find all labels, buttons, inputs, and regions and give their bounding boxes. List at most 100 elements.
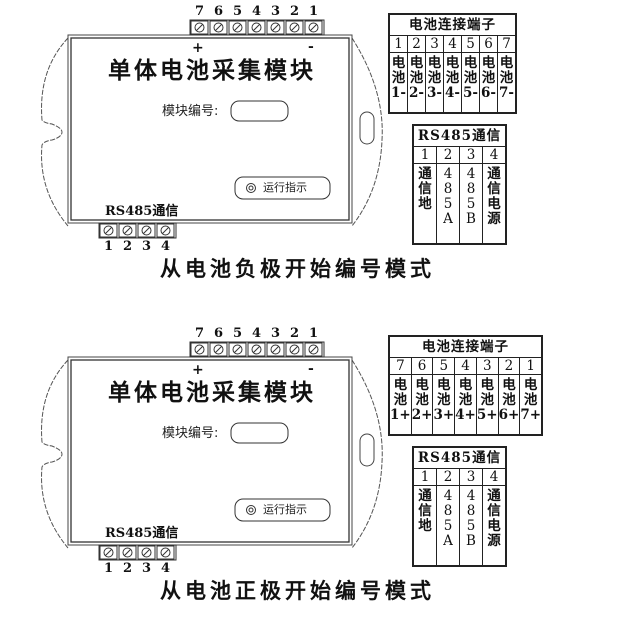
terminal-number: 6 <box>214 326 224 341</box>
module-outline <box>41 19 383 239</box>
cell-line: 池 <box>445 70 460 86</box>
cell-line: 池 <box>523 392 538 408</box>
top-terminal-block <box>189 341 325 358</box>
terminal-number: 5 <box>233 4 243 19</box>
cell-line: A <box>443 533 453 549</box>
screw-icon <box>232 344 243 355</box>
cell-line: 电 <box>487 518 501 534</box>
terminal-number-cell: 2 <box>497 357 521 375</box>
terminal-number-cell: 3 <box>425 35 444 53</box>
top-terminal-block <box>189 19 325 36</box>
cell-line: 池 <box>502 392 516 408</box>
battery-table-title: 电池连接端子 <box>388 335 543 358</box>
screw-icon <box>232 22 243 33</box>
screw-icon <box>308 22 319 33</box>
cell-line: 4 <box>443 166 453 182</box>
terminal-number: 4 <box>252 4 262 19</box>
bottom-terminal-block <box>98 222 177 239</box>
module-outline <box>41 341 383 561</box>
cell-line: 4+ <box>455 407 476 423</box>
terminal-number: 5 <box>233 326 243 341</box>
terminal-number-cell: 1 <box>519 357 543 375</box>
cell-line: 通 <box>487 166 501 182</box>
terminal-number-cell: 7 <box>388 357 412 375</box>
cell-line: 5 <box>466 196 476 212</box>
terminal-number-cell: 7 <box>497 35 517 53</box>
cell-line: 电 <box>480 377 494 393</box>
cell-line: 电 <box>502 377 516 393</box>
rs485-label: RS485通信 <box>105 526 179 541</box>
terminal-number-cell: 6 <box>479 35 498 53</box>
cell-line: B <box>466 533 476 549</box>
led-icon <box>246 183 256 193</box>
terminal-number-cell: 2 <box>436 146 460 164</box>
module-id-label: 模块编号: <box>162 426 219 441</box>
cell-line: 源 <box>487 533 501 549</box>
cell-line: 电 <box>523 377 538 393</box>
cell-line: 池 <box>481 70 496 86</box>
terminal-function-cell: 通信电源 <box>482 485 507 567</box>
cell-line: 电 <box>437 377 451 393</box>
terminal-number-cell: 5 <box>461 35 480 53</box>
terminal-function-cell: 通信电源 <box>482 163 507 245</box>
screw-icon <box>270 344 281 355</box>
module-id-label: 模块编号: <box>162 104 219 119</box>
screw-icon <box>103 225 114 236</box>
cell-line: 电 <box>463 55 478 71</box>
cell-line: 3- <box>427 85 442 101</box>
screw-icon <box>160 225 171 236</box>
cell-line: 通 <box>487 488 501 504</box>
plus-mark: + <box>192 362 204 378</box>
terminal-number-cell: 1 <box>412 146 437 164</box>
cell-line: 池 <box>415 392 429 408</box>
cell-line: 池 <box>458 392 473 408</box>
bottom-terminal-block <box>98 544 177 561</box>
cell-line: 电 <box>391 55 406 71</box>
terminal-number-cell: 4 <box>454 357 477 375</box>
cell-line: 2- <box>409 85 424 101</box>
run-indicator-box <box>234 498 331 522</box>
terminal-number: 1 <box>104 239 114 254</box>
cell-line: 电 <box>487 196 501 212</box>
run-indicator-label: 运行指示 <box>263 503 307 516</box>
terminal-number: 2 <box>290 4 300 19</box>
screw-icon <box>289 344 300 355</box>
terminal-number-cell: 3 <box>475 357 499 375</box>
cell-line: 地 <box>418 518 432 534</box>
terminal-number-cell: 3 <box>459 146 483 164</box>
cell-line: 电 <box>445 55 460 71</box>
cell-line: 池 <box>409 70 424 86</box>
screw-icon <box>289 22 300 33</box>
cell-line: 3+ <box>433 407 455 423</box>
mounting-flange <box>41 359 69 549</box>
cell-line: 电 <box>415 377 429 393</box>
mounting-slot <box>359 433 375 467</box>
rs485-table-title: RS485通信 <box>412 124 507 147</box>
terminal-number: 1 <box>309 4 319 19</box>
mounting-slot <box>359 111 375 145</box>
terminal-number: 1 <box>309 326 319 341</box>
cell-line: 池 <box>391 70 406 86</box>
cell-line: 6- <box>481 85 496 101</box>
terminal-number-cell: 1 <box>412 468 437 486</box>
cell-line: 1- <box>391 85 406 101</box>
cell-line: 8 <box>443 503 453 519</box>
module-title: 单体电池采集模块 <box>108 379 316 406</box>
screw-icon <box>194 22 205 33</box>
screw-icon <box>194 344 205 355</box>
terminal-number: 7 <box>195 4 205 19</box>
terminal-number: 1 <box>104 561 114 576</box>
